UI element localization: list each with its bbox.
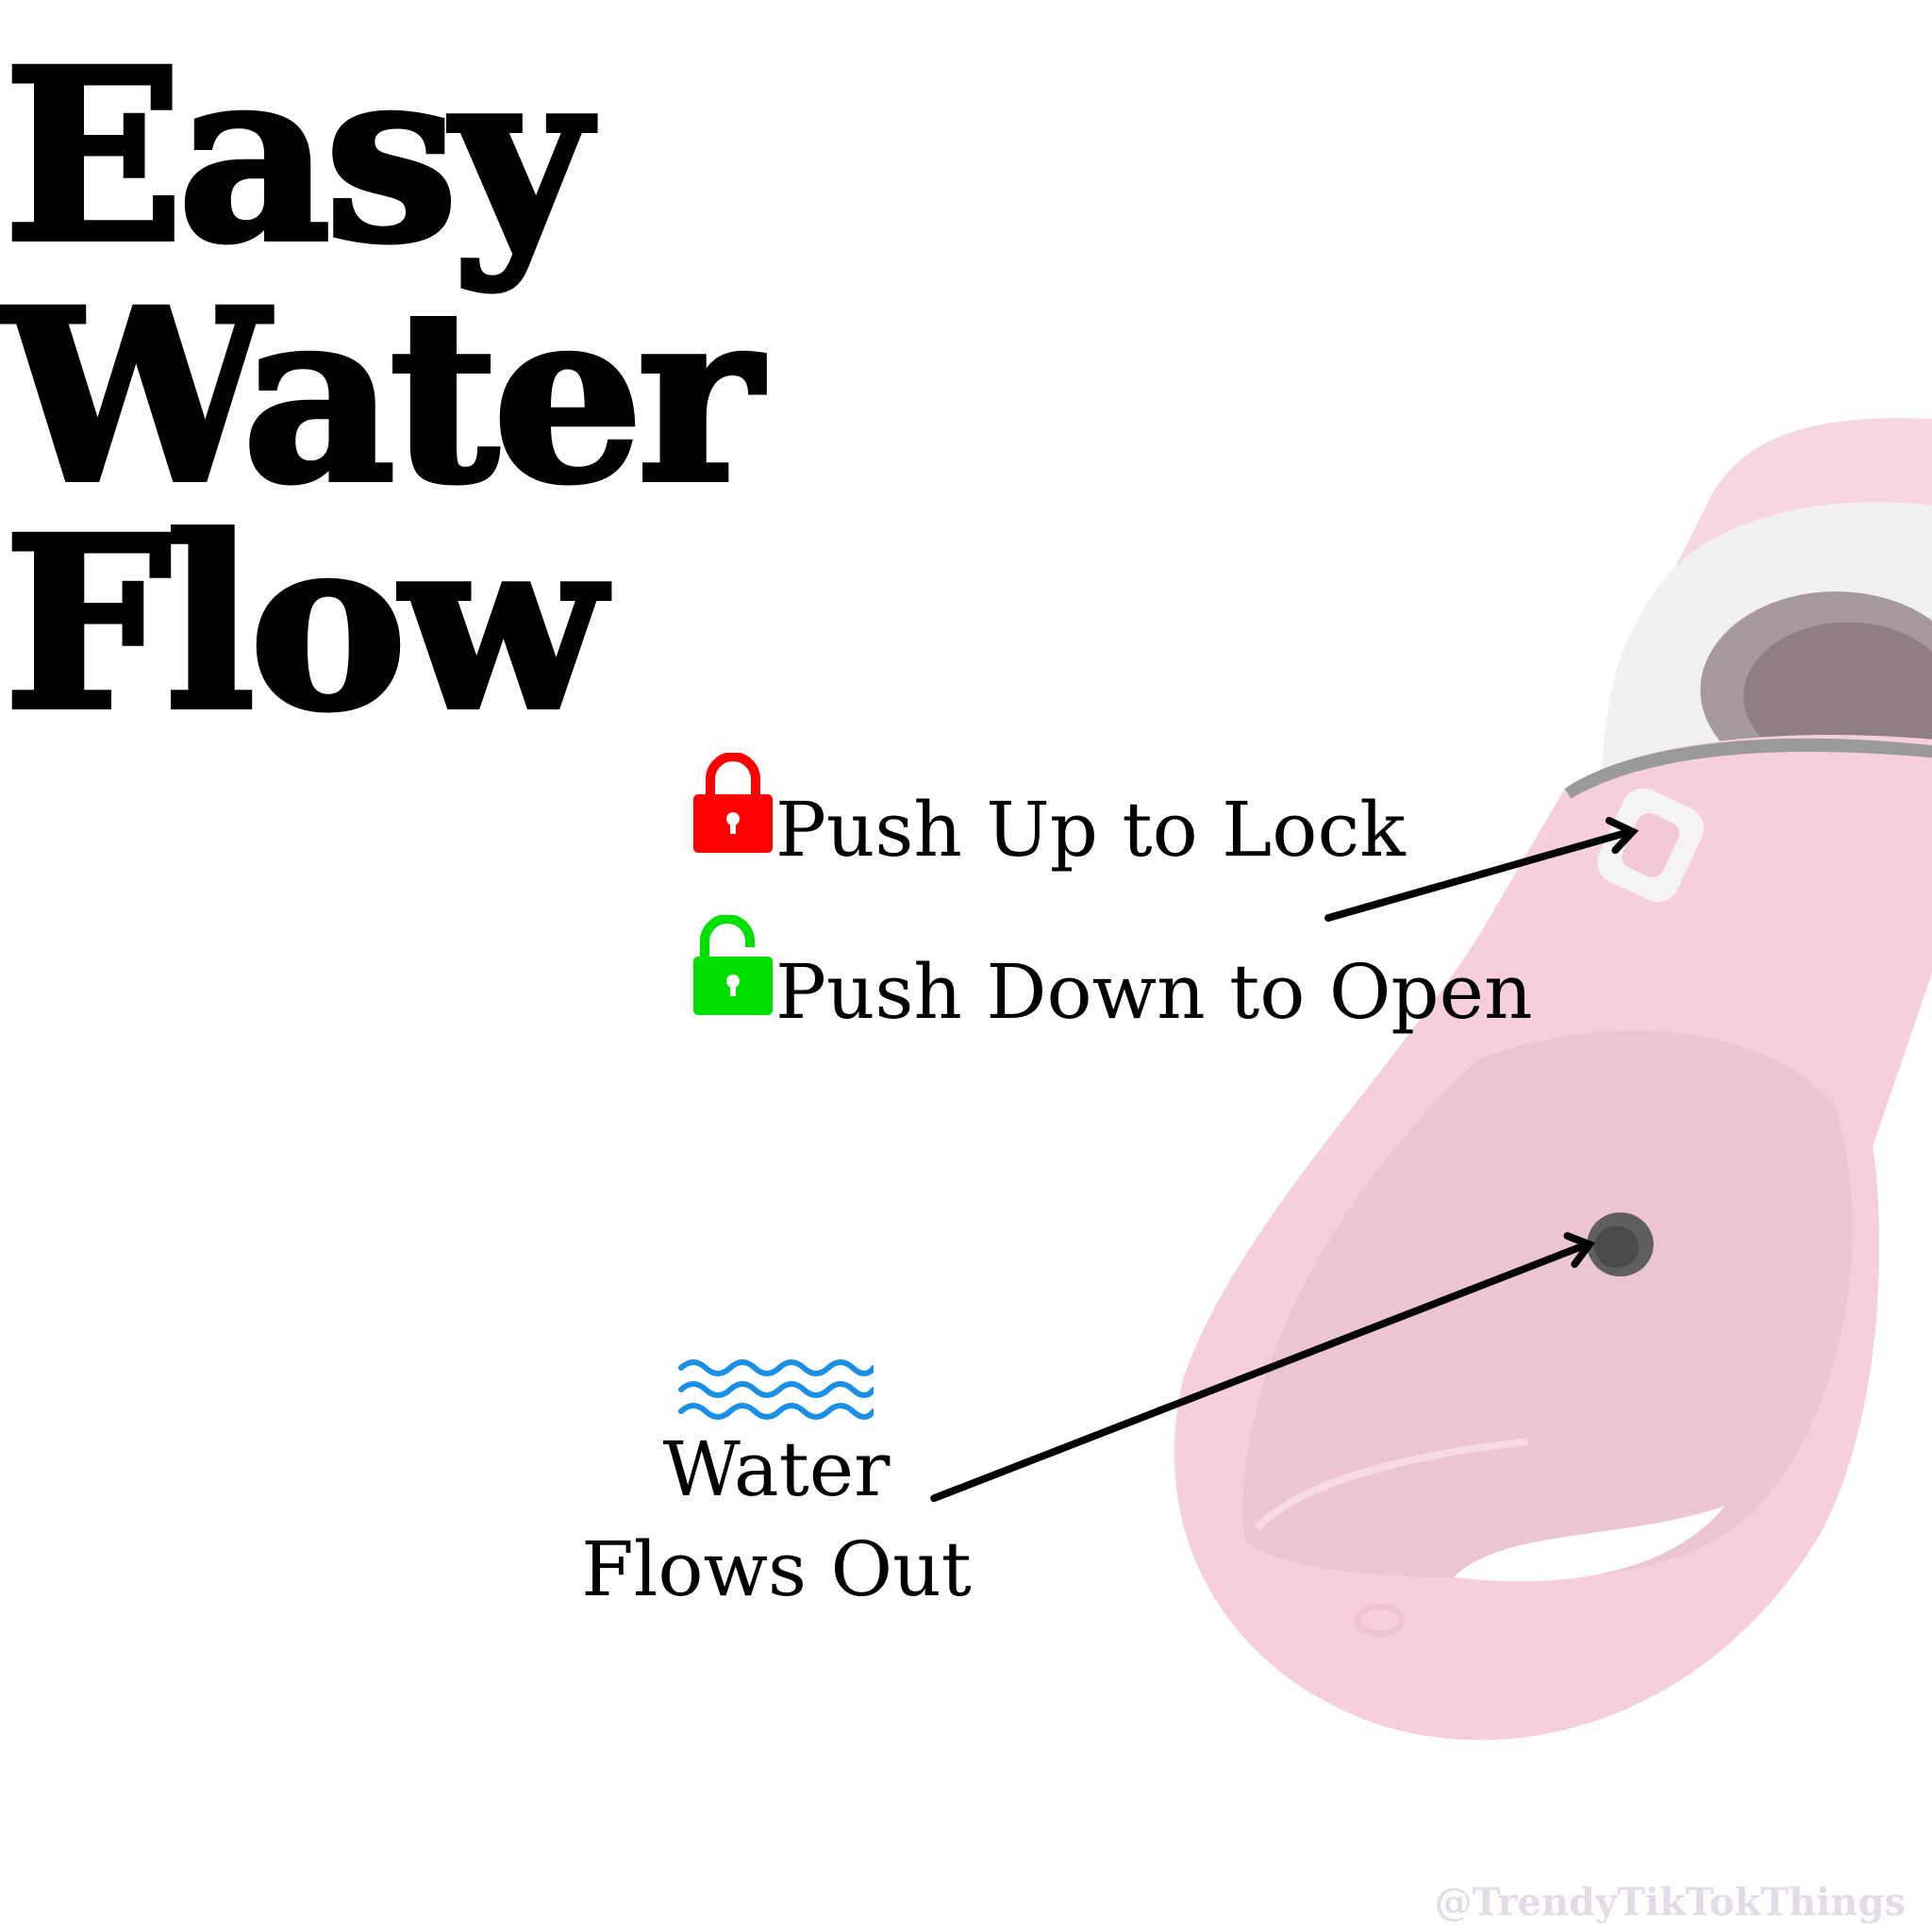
pet-water-bottle (1174, 418, 1932, 1740)
arrow-to-outlet (930, 1232, 1596, 1503)
title-line-flow: Flow (1, 485, 607, 762)
water-waves-icon (678, 1359, 874, 1420)
lock-slider[interactable] (1591, 781, 1711, 909)
water-label: Water (662, 1425, 891, 1513)
flows-out-label: Flows Out (581, 1525, 972, 1613)
watermark: @TrendyTikTokThings (1434, 1880, 1906, 1924)
lock-open-icon (693, 915, 773, 1015)
title-line-water: Water (1, 258, 764, 535)
title-line-easy: Easy (1, 17, 592, 294)
push-up-to-lock-label: Push Up to Lock (775, 786, 1406, 874)
lock-closed-icon (693, 753, 773, 853)
arrow-to-lock (1324, 816, 1640, 922)
push-down-to-open-label: Push Down to Open (775, 948, 1533, 1036)
